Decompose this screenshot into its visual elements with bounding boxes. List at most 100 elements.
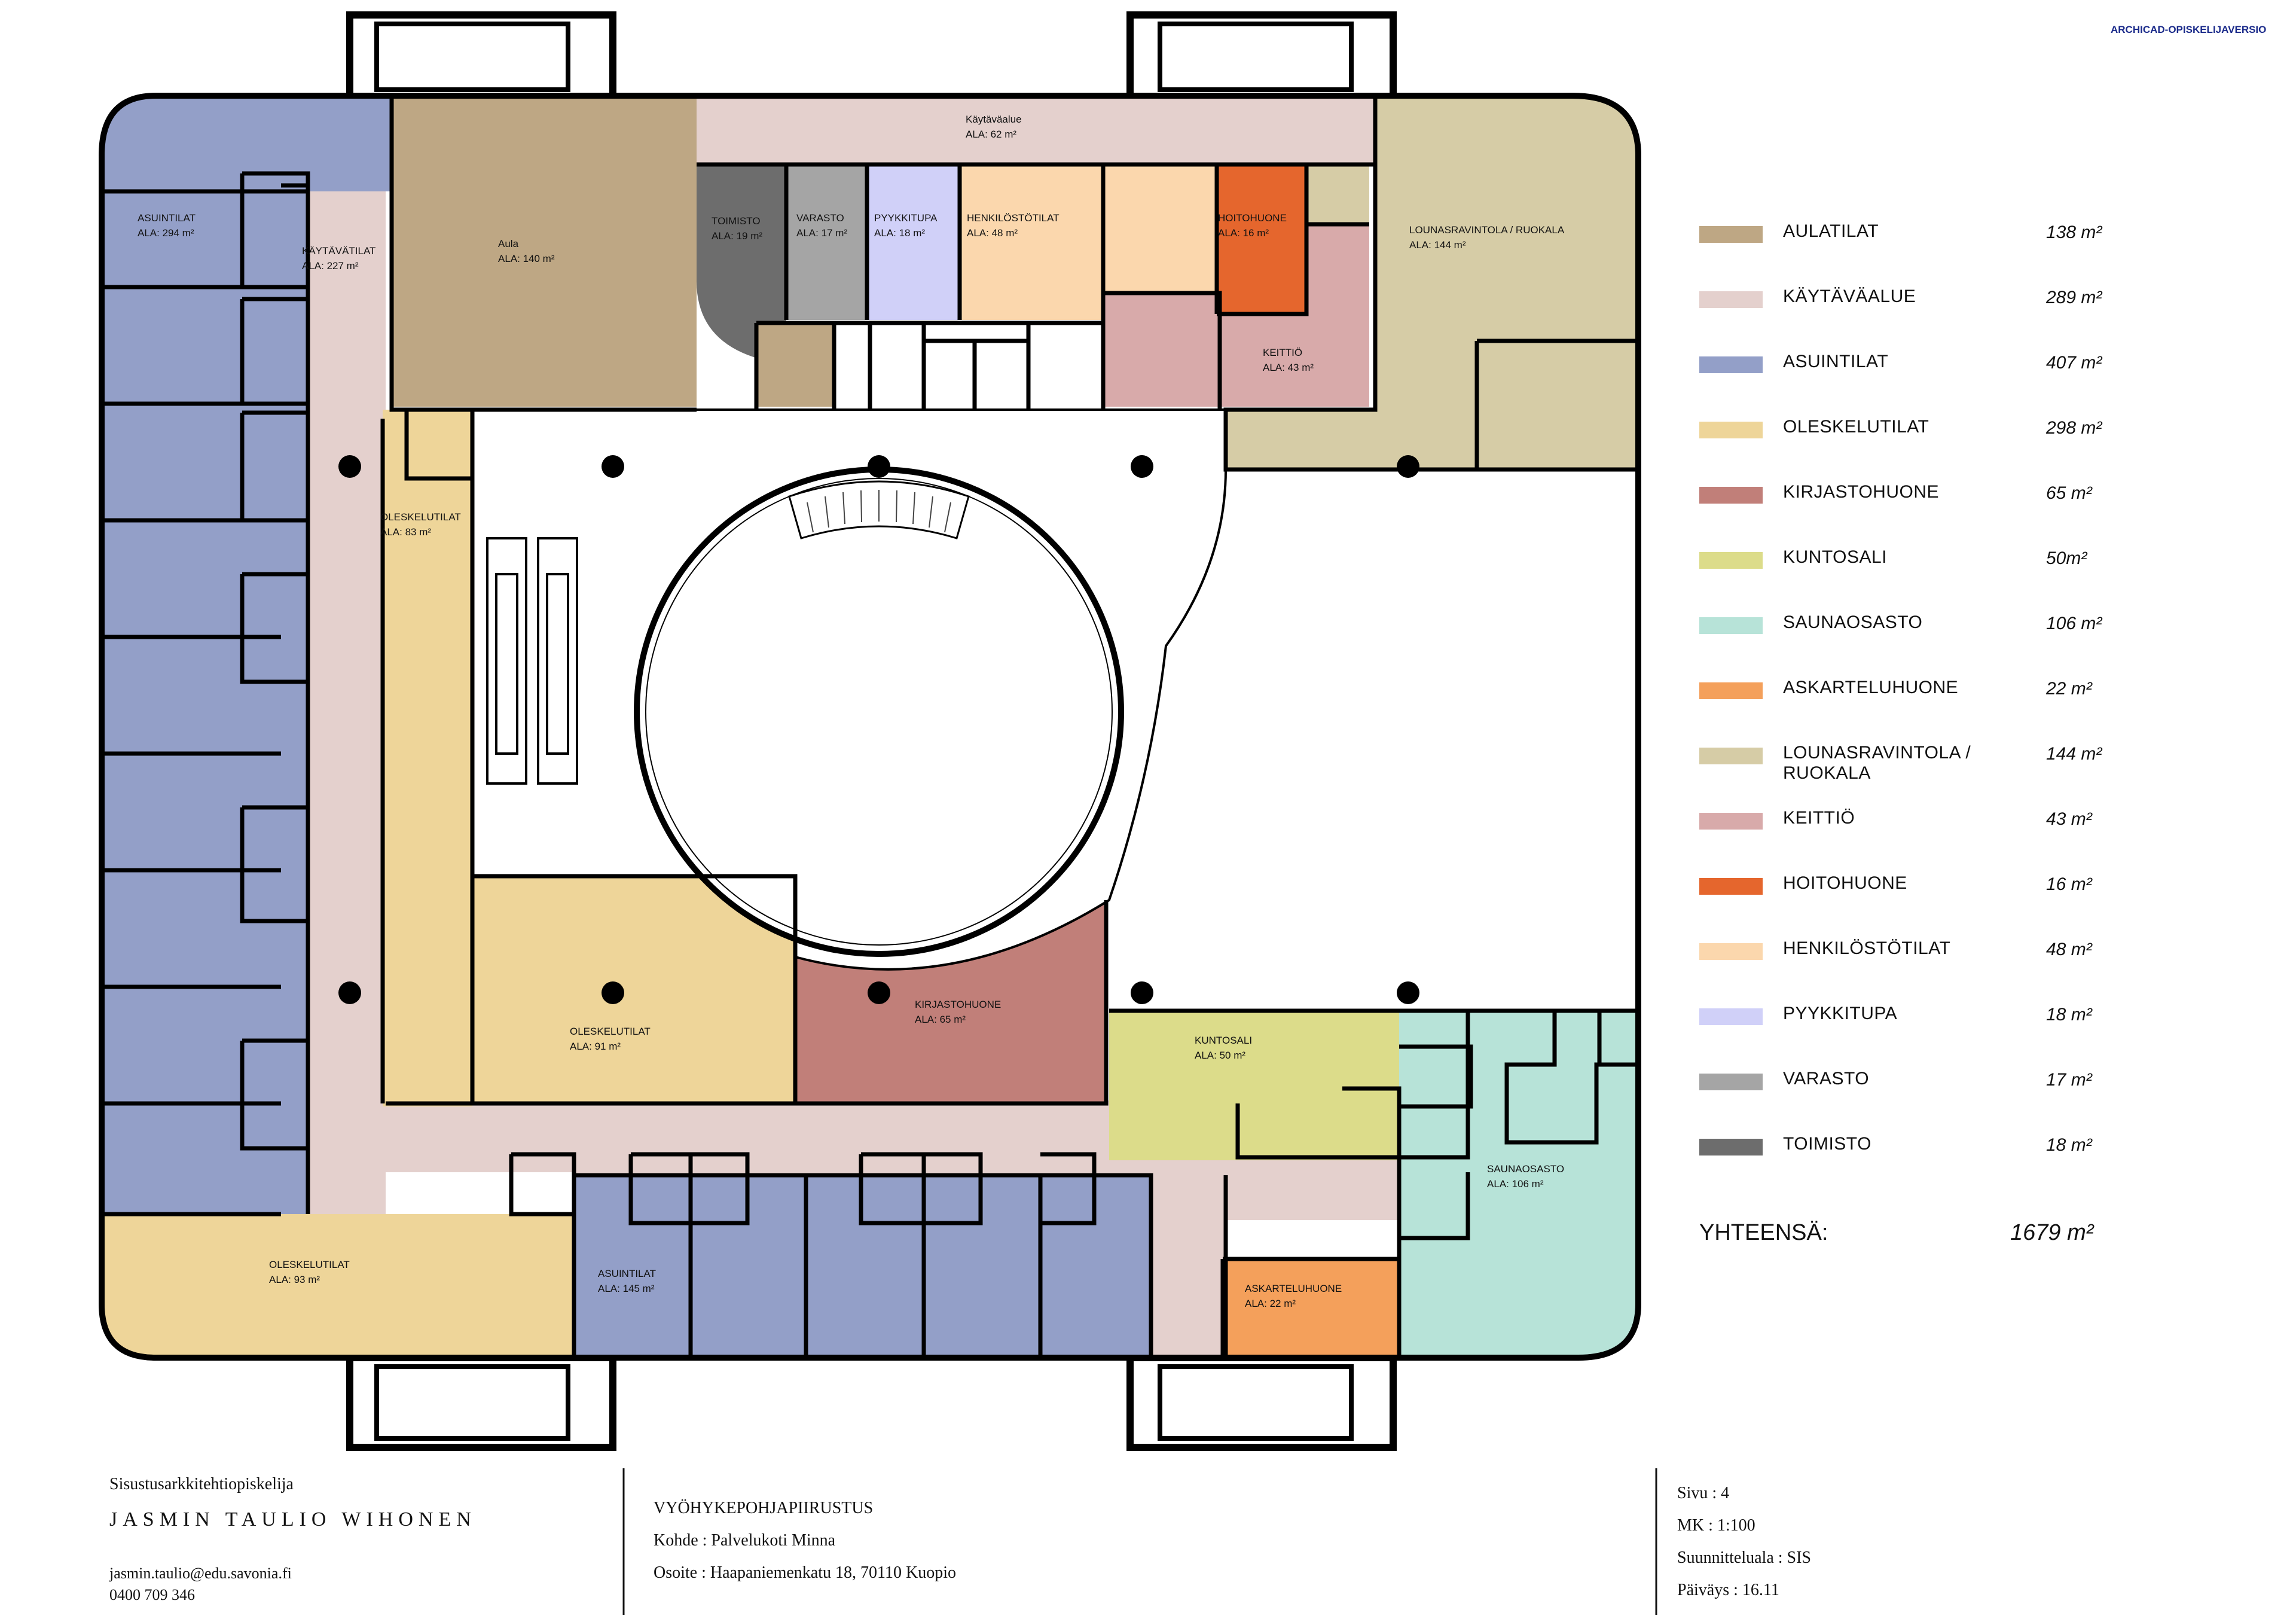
author-role: Sisustusarkkitehtiopiskelija [109, 1475, 294, 1493]
titleblock-info: Sivu : 4 MK : 1:100 Suunnitteluala : SIS… [1677, 1477, 1811, 1606]
label-hoitohuone: HOITOHUONE [1218, 212, 1287, 224]
area-varasto: ALA: 17 m² [796, 227, 847, 239]
legend-swatch [1699, 878, 1763, 895]
label-kaytavatilat: KÄYTÄVÄTILAT [302, 245, 375, 257]
legend-label: HOITOHUONE [1783, 873, 1907, 893]
legend-swatch [1699, 226, 1763, 243]
legend-label: TOIMISTO [1783, 1134, 1871, 1154]
legend-area: 144 m² [2046, 744, 2102, 764]
author-phone: 0400 709 346 [109, 1586, 195, 1603]
zone-askartelu [1223, 1259, 1399, 1358]
legend-area: 17 m² [2046, 1070, 2092, 1090]
legend-swatch [1699, 748, 1763, 764]
legend-swatch [1699, 356, 1763, 373]
label-asuintilat-south: ASUINTILAT [598, 1268, 656, 1279]
sheet-scale: MK : 1:100 [1677, 1516, 1755, 1535]
area-oleskelutilat-south: ALA: 93 m² [269, 1274, 320, 1285]
legend-label: HENKILÖSTÖTILAT [1783, 938, 1951, 958]
legend-swatch [1699, 813, 1763, 830]
zone-aula [392, 96, 697, 407]
area-aula: ALA: 140 m² [498, 253, 555, 264]
area-asuintilat-west: ALA: 294 m² [138, 227, 194, 239]
legend-label: LOUNASRAVINTOLA / RUOKALA [1783, 743, 1971, 783]
drawing-title: VYÖHYKEPOHJAPIIRUSTUS [654, 1499, 874, 1517]
annex-inner [374, 22, 1354, 1441]
legend-label: KIRJASTOHUONE [1783, 482, 1939, 502]
label-saunaosasto: SAUNAOSASTO [1487, 1163, 1564, 1175]
escalators [486, 537, 578, 785]
area-hoitohuone: ALA: 16 m² [1218, 227, 1269, 239]
zone-sauna [1399, 1011, 1638, 1358]
label-oleskelutilat-center: OLESKELUTILAT [570, 1026, 651, 1037]
area-kaytavaalue: ALA: 62 m² [966, 129, 1016, 140]
author-email: jasmin.taulio@edu.savonia.fi [109, 1565, 292, 1582]
legend-row: SAUNAOSASTO 106 m² [1699, 606, 2166, 672]
legend-label: AULATILAT [1783, 221, 1879, 241]
legend-row: HENKILÖSTÖTILAT 48 m² [1699, 932, 2166, 998]
label-toimisto: TOIMISTO [712, 215, 761, 227]
legend-label: KUNTOSALI [1783, 547, 1887, 567]
legend-label: ASKARTELUHUONE [1783, 678, 1959, 697]
titleblock-author: Sisustusarkkitehtiopiskelija JASMIN TAUL… [109, 1472, 477, 1604]
interior-walls [105, 96, 1638, 1358]
titleblock-project: VYÖHYKEPOHJAPIIRUSTUS Kohde : Palvelukot… [654, 1492, 956, 1589]
total-row: YHTEENSÄ: 1679 m² [1699, 1220, 2118, 1246]
area-pyykkitupa: ALA: 18 m² [874, 227, 925, 239]
area-oleskelutilat-west: ALA: 83 m² [380, 526, 431, 538]
legend-row: KUNTOSALI 50m² [1699, 541, 2166, 606]
sheet-date: Päiväys : 16.11 [1677, 1581, 1779, 1599]
legend-area: 407 m² [2046, 353, 2102, 373]
legend-area: 43 m² [2046, 809, 2092, 829]
label-kuntosali: KUNTOSALI [1195, 1035, 1252, 1046]
area-lounasravintola: ALA: 144 m² [1409, 239, 1466, 251]
area-henkilostotilat: ALA: 48 m² [967, 227, 1018, 239]
legend-swatch [1699, 682, 1763, 699]
zone-oleskelu-west [383, 410, 472, 1106]
legend-swatch [1699, 291, 1763, 308]
legend-swatch [1699, 617, 1763, 634]
zone-kirjasto [795, 900, 1106, 1103]
legend-label: OLESKELUTILAT [1783, 417, 1929, 437]
label-lounasravintola: LOUNASRAVINTOLA / RUOKALA [1409, 224, 1565, 236]
sheet-page: Sivu : 4 [1677, 1484, 1730, 1502]
columns [338, 455, 1419, 1004]
legend-label: ASUINTILAT [1783, 352, 1889, 371]
zone-varasto-small [756, 323, 834, 407]
legend-area: 48 m² [2046, 940, 2092, 959]
legend-label: VARASTO [1783, 1069, 1870, 1089]
legend-label: SAUNAOSASTO [1783, 612, 1923, 632]
zone-oleskelu-south [105, 1214, 574, 1358]
label-asuintilat-west: ASUINTILAT [138, 212, 196, 224]
area-keittio: ALA: 43 m² [1263, 362, 1314, 373]
legend-row: KIRJASTOHUONE 65 m² [1699, 476, 2166, 541]
project-osoite: Osoite : Haapaniemenkatu 18, 70110 Kuopi… [654, 1563, 956, 1582]
zone-keittio-small [1306, 164, 1369, 224]
area-kuntosali: ALA: 50 m² [1195, 1050, 1245, 1061]
total-label: YHTEENSÄ: [1699, 1220, 1828, 1245]
legend-area: 65 m² [2046, 483, 2092, 503]
total-value: 1679 m² [2010, 1220, 2094, 1245]
stair-treads [807, 490, 951, 533]
legend-area: 18 m² [2046, 1135, 2092, 1155]
legend-swatch [1699, 1074, 1763, 1090]
area-askarteluhuone: ALA: 22 m² [1245, 1298, 1296, 1309]
legend-area: 106 m² [2046, 614, 2102, 633]
sheet-discipline: Suunnitteluala : SIS [1677, 1548, 1811, 1567]
area-asuintilat-south: ALA: 145 m² [598, 1283, 655, 1294]
legend-label: KÄYTÄVÄALUE [1783, 286, 1916, 306]
watermark: ARCHICAD-OPISKELIJAVERSIO [2111, 24, 2267, 35]
legend-swatch [1699, 552, 1763, 569]
legend-area: 50m² [2046, 548, 2087, 568]
legend-area: 22 m² [2046, 679, 2092, 699]
zone-asuintilat-west [105, 96, 392, 1214]
area-kirjastohuone: ALA: 65 m² [915, 1014, 966, 1025]
legend-swatch [1699, 1008, 1763, 1025]
area-oleskelutilat-center: ALA: 91 m² [570, 1041, 621, 1052]
